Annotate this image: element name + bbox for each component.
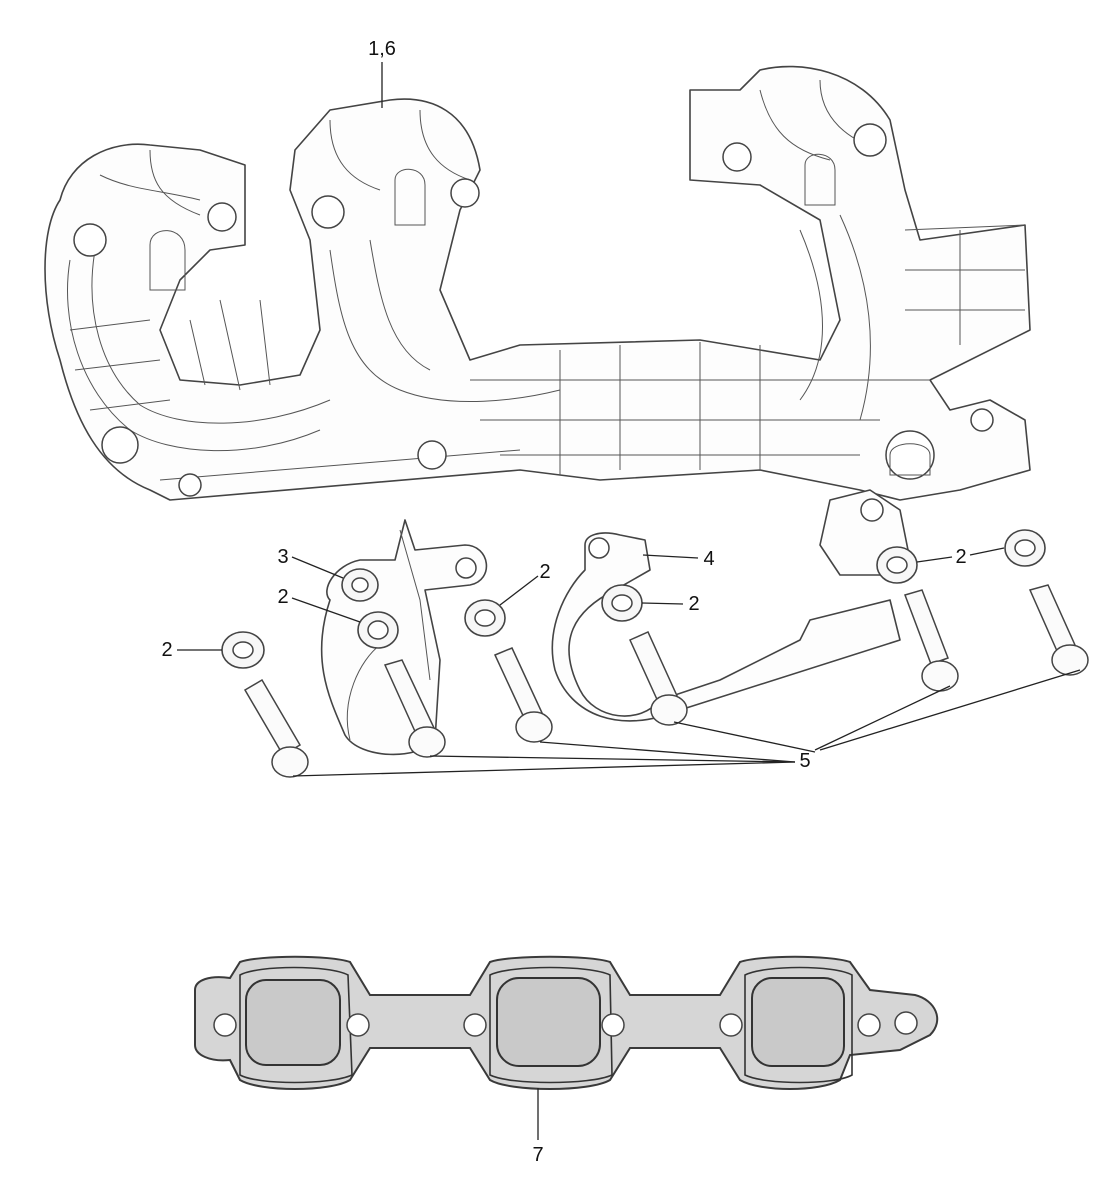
bolt: [383, 659, 446, 758]
washer: [601, 584, 643, 622]
washer: [1004, 529, 1046, 567]
exhaust-manifold: [44, 65, 1031, 576]
washer-3: [341, 568, 379, 602]
washer: [357, 611, 399, 649]
leader-lines: [177, 62, 1081, 1140]
bolt: [1028, 584, 1089, 676]
bolt: [904, 589, 959, 692]
exhaust-gasket: [194, 955, 939, 1090]
washers: [221, 529, 1046, 669]
callout-2: 2: [688, 593, 699, 615]
washer: [221, 631, 265, 669]
callout-2: 2: [539, 561, 550, 583]
bolt: [243, 678, 309, 778]
callout-4: 4: [703, 548, 714, 570]
bolts: [243, 584, 1089, 778]
callout-2: 2: [955, 546, 966, 568]
callout-3: 3: [277, 546, 288, 568]
callout-1-6: 1,6: [368, 38, 396, 60]
callout-labels: 1,6 3 2 2 2 4 2 2 5 7: [161, 38, 966, 1166]
bolt: [629, 631, 688, 726]
callout-5: 5: [799, 750, 810, 772]
callout-2: 2: [161, 639, 172, 661]
callout-7: 7: [532, 1144, 543, 1166]
washer: [876, 546, 918, 584]
bracket-left: [320, 519, 488, 756]
callout-2: 2: [277, 586, 288, 608]
washer: [464, 599, 506, 637]
bolt: [493, 647, 553, 743]
